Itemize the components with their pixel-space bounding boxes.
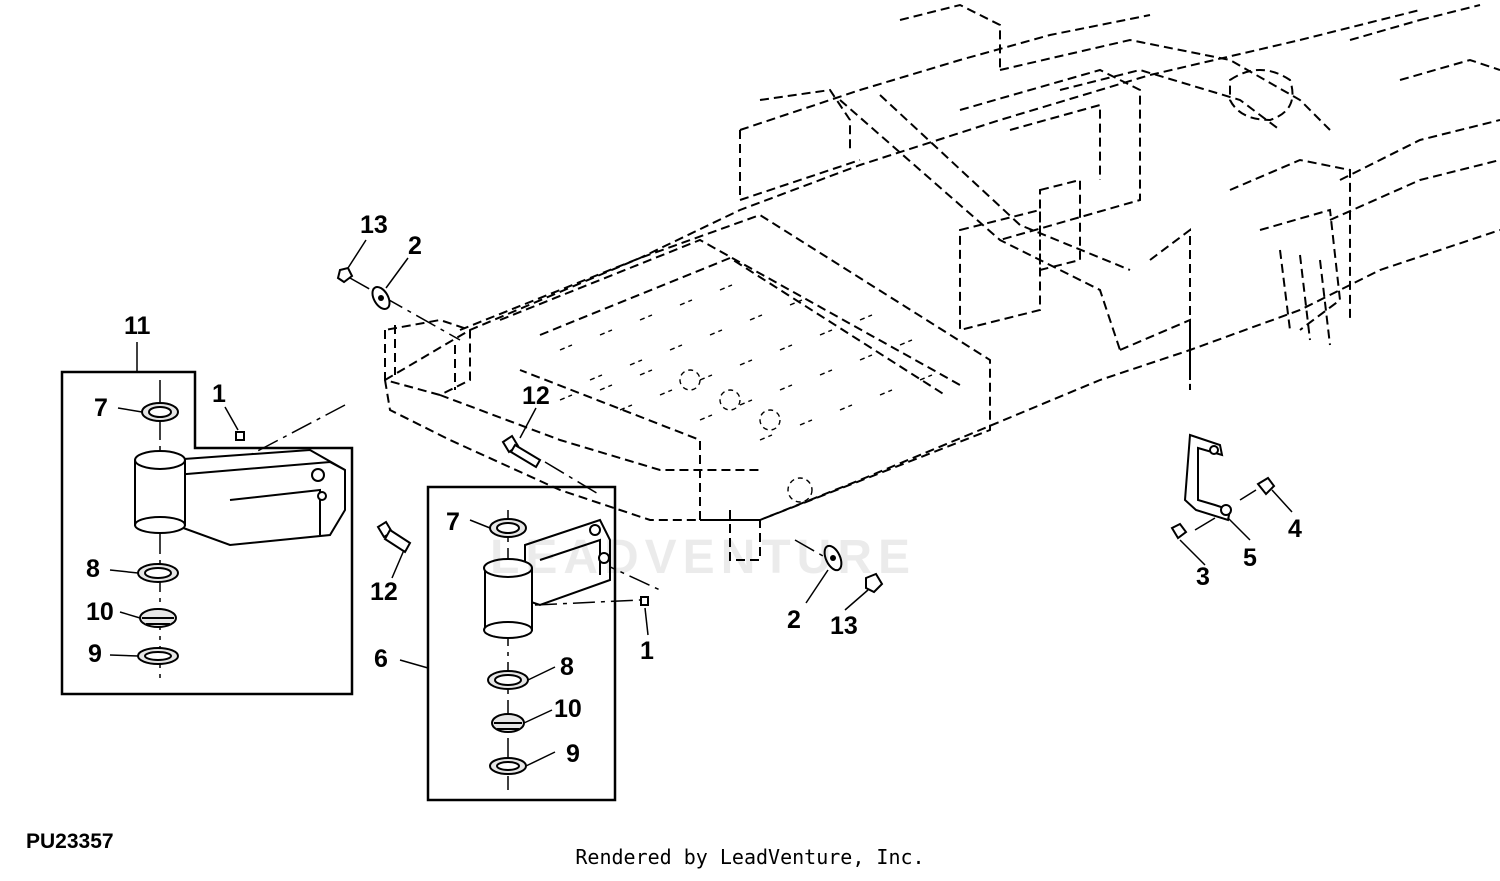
- callout-3: 3: [1196, 563, 1210, 591]
- render-credit: Rendered by LeadVenture, Inc.: [575, 845, 925, 869]
- callout-7-right: 7: [446, 508, 460, 536]
- callout-2-top: 2: [408, 232, 422, 260]
- callout-8-left: 8: [86, 555, 100, 583]
- callout-11: 11: [124, 312, 151, 340]
- callout-4: 4: [1288, 515, 1302, 543]
- callout-labels: 13 2 11 7 1 12 12 8 10 9 7 6 8 10 9 1 2 …: [86, 211, 1302, 768]
- callout-1-left: 1: [212, 380, 226, 408]
- callout-2-right: 2: [787, 606, 801, 634]
- figure-id: PU23357: [26, 830, 114, 853]
- callout-8-right: 8: [560, 653, 574, 681]
- callout-5: 5: [1243, 544, 1257, 572]
- nut-13-top: [336, 266, 354, 284]
- deck-grate: [559, 284, 933, 503]
- right-grease-fitting: [640, 596, 649, 606]
- assembly-box-6: [426, 485, 617, 802]
- hitch-rod-group: [1170, 433, 1276, 540]
- bolt-4: [1256, 476, 1276, 496]
- callout-1-right: 1: [640, 637, 654, 665]
- callout-13-top: 13: [360, 211, 388, 239]
- left-pivot-tube: [134, 450, 186, 470]
- fasteners: [336, 266, 884, 594]
- callout-12-top: 12: [522, 382, 550, 410]
- watermark: LEADVENTURE: [490, 531, 917, 584]
- left-grease-fitting: [235, 431, 245, 441]
- right-axle-pivot-assembly: [483, 518, 649, 775]
- assembly-box-11: [60, 370, 354, 696]
- right-pivot-tube: [483, 558, 533, 578]
- callout-12-left: 12: [370, 578, 398, 606]
- assembly-centerlines: [159, 277, 831, 790]
- hitch-rod: [1183, 433, 1232, 522]
- callout-10-right: 10: [554, 695, 582, 723]
- callout-leaders: [109, 239, 1293, 767]
- nut-3: [1170, 522, 1188, 540]
- callout-13-right: 13: [830, 612, 858, 640]
- washer-5: [1220, 504, 1232, 516]
- callout-7-left: 7: [94, 394, 108, 422]
- nut-13-right: [865, 572, 884, 594]
- callout-9-left: 9: [88, 640, 102, 668]
- tractor-frame: [384, 3, 1500, 561]
- callout-10-left: 10: [86, 598, 114, 626]
- callout-6: 6: [374, 645, 388, 673]
- left-axle-pivot-assembly: [134, 402, 346, 665]
- callout-9-right: 9: [566, 740, 580, 768]
